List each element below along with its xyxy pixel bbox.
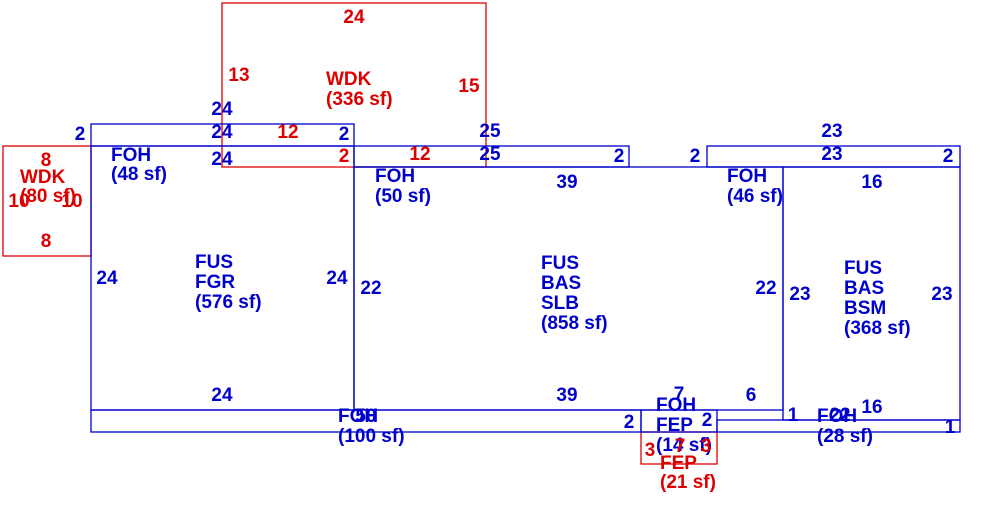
dim-label: 13 xyxy=(228,65,249,86)
dim-label: 6 xyxy=(746,385,757,406)
dim-label: 2 xyxy=(702,410,713,431)
foh-a-area: (48 sf) xyxy=(111,164,167,185)
dim-label: 23 xyxy=(821,121,842,142)
wdk-top-area: (336 sf) xyxy=(326,89,393,110)
foh-right-bottom-outline xyxy=(716,419,961,433)
fus-bas-slb-line2: BAS xyxy=(541,273,581,294)
fus-bas-slb-line1: FUS xyxy=(541,253,579,274)
dim-label: 3 xyxy=(645,440,656,461)
dim-label: 8 xyxy=(41,150,52,171)
dim-label: 12 xyxy=(277,122,298,143)
dim-label: 50 xyxy=(355,406,376,427)
fus-fgr-line2: FGR xyxy=(195,272,235,293)
dim-label: 2 xyxy=(614,146,625,167)
wdk-left-area: (80 sf) xyxy=(20,186,76,207)
foh-right-code: FOH xyxy=(817,406,857,427)
fus-fgr-line1: FUS xyxy=(195,252,233,273)
dim-label: 2 xyxy=(75,124,86,145)
foh-b-area: (50 sf) xyxy=(375,186,431,207)
dim-label: 24 xyxy=(211,385,233,406)
dim-label: 25 xyxy=(479,144,501,165)
dim-label: 39 xyxy=(556,172,577,193)
foh-fep-area: (14 sf) xyxy=(656,435,712,456)
dim-label: 8 xyxy=(41,231,52,252)
fus-bas-slb-line3: SLB xyxy=(541,293,579,314)
fep-area: (21 sf) xyxy=(660,472,716,493)
dim-label: 2 xyxy=(943,146,954,167)
dim-label: 2 xyxy=(339,146,350,167)
foh-bottom-area: (100 sf) xyxy=(338,426,405,447)
foh-fep-line2: FEP xyxy=(656,415,693,436)
dim-label: 24 xyxy=(343,7,365,28)
dim-label: 23 xyxy=(931,284,952,305)
dim-label: 23 xyxy=(789,284,810,305)
dim-label: 16 xyxy=(861,397,882,418)
foh-right-area: (28 sf) xyxy=(817,426,873,447)
foh-a-code: FOH xyxy=(111,145,151,166)
dim-label: 24 xyxy=(211,122,233,143)
dim-label: 1 xyxy=(788,405,799,426)
foh-c-area: (46 sf) xyxy=(727,186,783,207)
dim-label: 39 xyxy=(556,385,577,406)
dim-label: 12 xyxy=(409,144,430,165)
wdk-top-code: WDK xyxy=(326,69,372,90)
dim-label: 2 xyxy=(339,124,350,145)
foh-bottom-code: FOH xyxy=(338,406,378,427)
fus-bas-bsm-line1: FUS xyxy=(844,258,882,279)
dim-label: 2 xyxy=(690,146,701,167)
dim-label: 16 xyxy=(861,172,882,193)
fus-bas-bsm-line3: BSM xyxy=(844,298,886,319)
fus-fgr-area: (576 sf) xyxy=(195,292,262,313)
dim-label: 2 xyxy=(624,412,635,433)
dim-label: 24 xyxy=(211,149,233,170)
dim-label: 7 xyxy=(675,436,686,457)
dim-label: 1 xyxy=(945,417,956,438)
fus-bas-bsm-area: (368 sf) xyxy=(844,318,911,339)
dim-label: 24 xyxy=(96,268,118,289)
dim-label: 10 xyxy=(8,191,29,212)
dim-label: 7 xyxy=(674,384,685,405)
foh-fep-line1: FOH xyxy=(656,395,696,416)
dim-label: 23 xyxy=(821,144,842,165)
dim-label: 15 xyxy=(458,76,480,97)
dim-label: 25 xyxy=(479,121,501,142)
dim-label: 3 xyxy=(701,436,712,457)
fus-bas-bsm-line2: BAS xyxy=(844,278,884,299)
dim-label: 10 xyxy=(61,191,82,212)
dim-label: 24 xyxy=(211,99,233,120)
fep-code: FEP xyxy=(660,453,697,474)
fus-bas-slb-area: (858 sf) xyxy=(541,313,608,334)
wdk-left-code: WDK xyxy=(20,167,66,188)
dim-label: 22 xyxy=(360,278,381,299)
foh-b-code: FOH xyxy=(375,166,415,187)
dim-label: 22 xyxy=(829,405,850,426)
dim-label: 24 xyxy=(326,268,348,289)
foh-c-code: FOH xyxy=(727,166,767,187)
dim-label: 22 xyxy=(755,278,776,299)
